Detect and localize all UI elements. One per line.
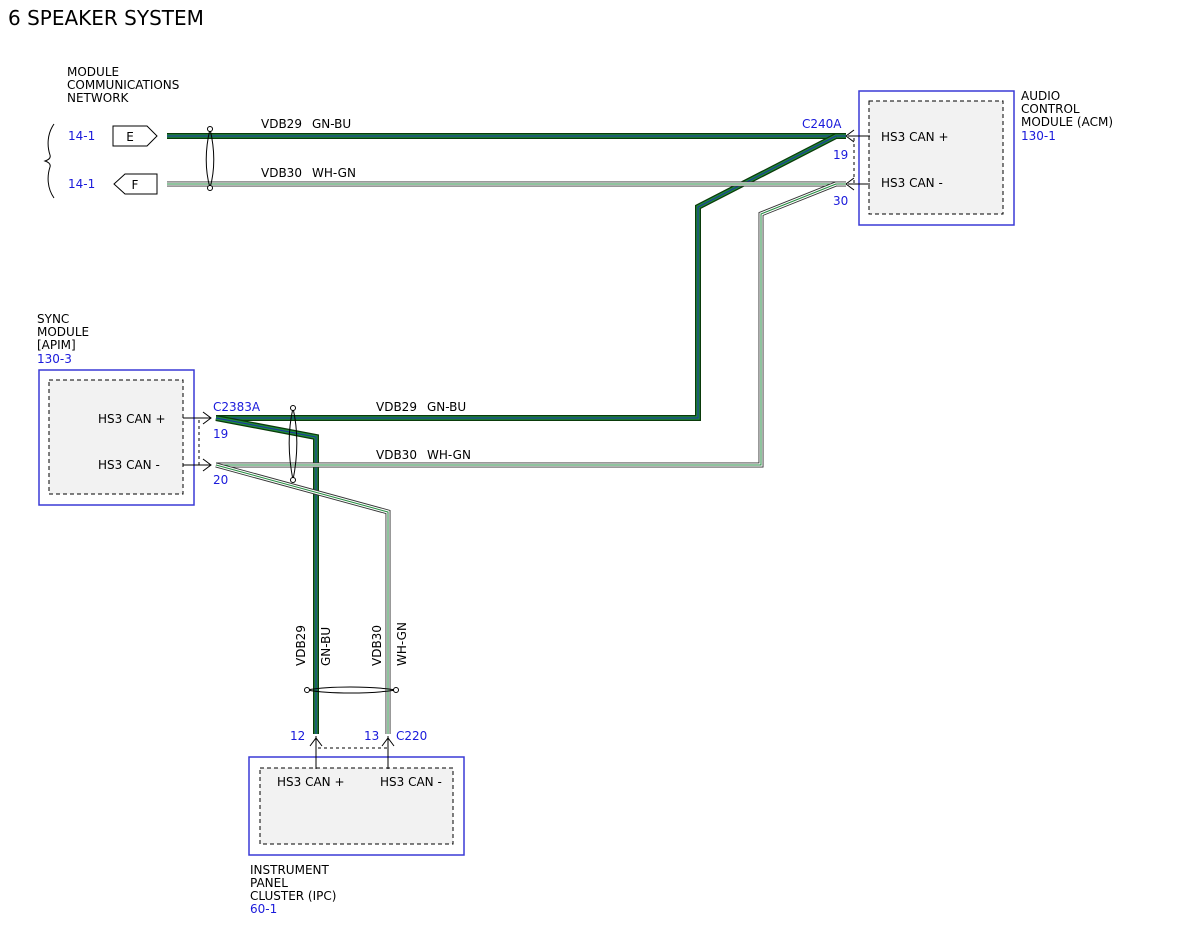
acm-name-line-1: AUDIO <box>1021 89 1060 103</box>
connector-f-ref: 14-1 <box>68 177 95 191</box>
twisted-pair-bottom-icon <box>304 686 399 694</box>
ipc-pin-plus-arrow-icon <box>309 737 323 747</box>
ipc-name: INSTRUMENT PANEL CLUSTER (IPC) <box>250 863 336 903</box>
sync-name-line-2: MODULE <box>37 325 89 339</box>
sync-can-plus-label: HS3 CAN + <box>98 412 166 426</box>
sync-pin-plus: 19 <box>213 427 228 441</box>
wire-label-mid-minus-color: WH-GN <box>427 448 471 462</box>
wire-vdb29-acm-sync[interactable] <box>216 133 838 421</box>
network-label-line-1: MODULE <box>67 65 119 79</box>
ipc-can-plus-label: HS3 CAN + <box>277 775 345 789</box>
network-label: MODULE COMMUNICATIONS NETWORK <box>67 65 179 105</box>
wire-label-v-plus-color: GN-BU <box>319 627 333 666</box>
wire-label-v-minus-circuit: VDB30 <box>370 625 384 666</box>
connector-e-ref: 14-1 <box>68 129 95 143</box>
acm-connector-label: C240A <box>802 117 842 131</box>
twisted-pair-top-icon <box>205 126 215 191</box>
wire-label-mid-plus-color: GN-BU <box>427 400 466 414</box>
sync-can-minus-label: HS3 CAN - <box>98 458 160 472</box>
ipc-name-line-2: PANEL <box>250 876 288 890</box>
wire-label-top-minus-color: WH-GN <box>312 166 356 180</box>
wire-label-v-minus-color: WH-GN <box>395 622 409 666</box>
connector-e[interactable]: E <box>112 125 158 147</box>
wire-vdb29-sync-ipc[interactable] <box>215 415 319 734</box>
twisted-pair-mid-icon <box>288 405 298 483</box>
acm-name: AUDIO CONTROL MODULE (ACM) <box>1021 89 1113 129</box>
ipc-can-minus-label: HS3 CAN - <box>380 775 442 789</box>
wire-label-mid-plus-circuit: VDB29 <box>376 400 417 414</box>
sync-connector-label: C2383A <box>213 400 261 414</box>
page-title: 6 SPEAKER SYSTEM <box>8 6 204 30</box>
network-label-line-2: COMMUNICATIONS <box>67 78 179 92</box>
connector-f-letter: F <box>132 178 139 192</box>
acm-ref: 130-1 <box>1021 129 1056 143</box>
sync-ref: 130-3 <box>37 352 72 366</box>
wire-label-mid-minus-circuit: VDB30 <box>376 448 417 462</box>
connector-f[interactable]: F <box>113 173 158 195</box>
sync-pin-plus-arrow-icon <box>202 411 212 425</box>
wire-label-top-plus-circuit: VDB29 <box>261 117 302 131</box>
acm-name-line-2: CONTROL <box>1021 102 1080 116</box>
ipc-pin-minus: 13 <box>364 729 379 743</box>
wire-vdb30-sync-ipc[interactable] <box>215 462 391 734</box>
acm-can-minus-label: HS3 CAN - <box>881 176 943 190</box>
ipc-name-line-3: CLUSTER (IPC) <box>250 889 336 903</box>
acm-pin-minus: 30 <box>833 194 848 208</box>
ipc-pin-plus: 12 <box>290 729 305 743</box>
acm-pin-plus: 19 <box>833 148 848 162</box>
network-brace <box>43 123 55 199</box>
sync-pin-minus-arrow-icon <box>202 458 212 472</box>
ipc-pin-minus-arrow-icon <box>381 737 395 747</box>
wire-label-top-plus-color: GN-BU <box>312 117 351 131</box>
sync-name-line-3: [APIM] <box>37 338 76 352</box>
ipc-module-inner <box>259 767 454 845</box>
ipc-connector-label: C220 <box>396 729 427 743</box>
acm-can-plus-label: HS3 CAN + <box>881 130 949 144</box>
network-label-line-3: NETWORK <box>67 91 130 105</box>
sync-pin-minus: 20 <box>213 473 228 487</box>
sync-name: SYNC MODULE [APIM] <box>37 312 89 352</box>
sync-name-line-1: SYNC <box>37 312 69 326</box>
sync-module-inner <box>48 379 184 495</box>
ipc-name-line-1: INSTRUMENT <box>250 863 329 877</box>
wire-label-v-plus-circuit: VDB29 <box>294 625 308 666</box>
ipc-ref: 60-1 <box>250 902 277 916</box>
wire-vdb30-acm-sync[interactable] <box>216 181 837 468</box>
acm-name-line-3: MODULE (ACM) <box>1021 115 1113 129</box>
connector-e-letter: E <box>126 130 134 144</box>
wire-label-top-minus-circuit: VDB30 <box>261 166 302 180</box>
acm-module-inner <box>868 100 1004 215</box>
